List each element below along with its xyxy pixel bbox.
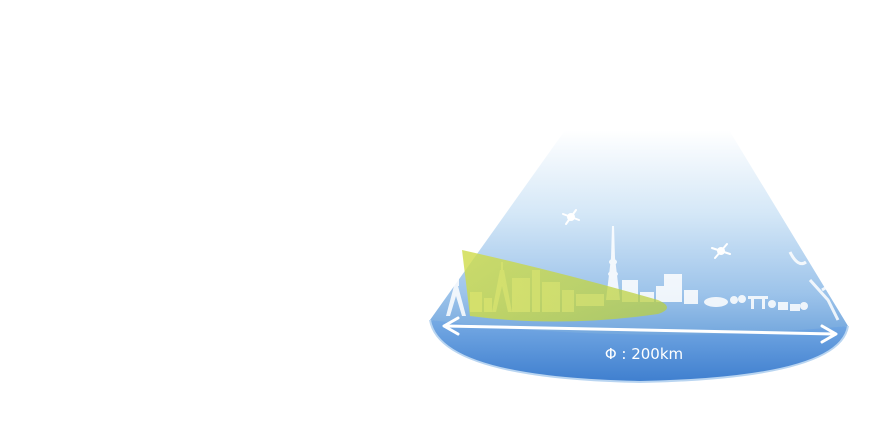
diameter-arrow — [442, 316, 838, 344]
tree-icon — [768, 300, 776, 308]
communication-tower-icon — [788, 251, 840, 321]
building-icon — [664, 274, 682, 302]
building-icon — [778, 302, 788, 310]
dome-icon — [704, 297, 728, 307]
signal-beam — [462, 250, 667, 322]
tree-icon — [730, 296, 738, 304]
diameter-label: Φ : 200km — [605, 345, 683, 363]
drone-icon — [711, 243, 731, 259]
drone-icon — [562, 209, 580, 225]
tree-icon — [800, 302, 808, 310]
ground-disc-rim — [429, 319, 849, 384]
communication-tower-icon — [446, 278, 466, 316]
torii-gate-icon — [748, 296, 768, 309]
building-icon — [684, 290, 698, 304]
ground-disc — [430, 320, 848, 382]
building-icon — [790, 304, 800, 311]
tree-icon — [738, 295, 746, 303]
tokyo-skytree-icon — [606, 226, 620, 300]
